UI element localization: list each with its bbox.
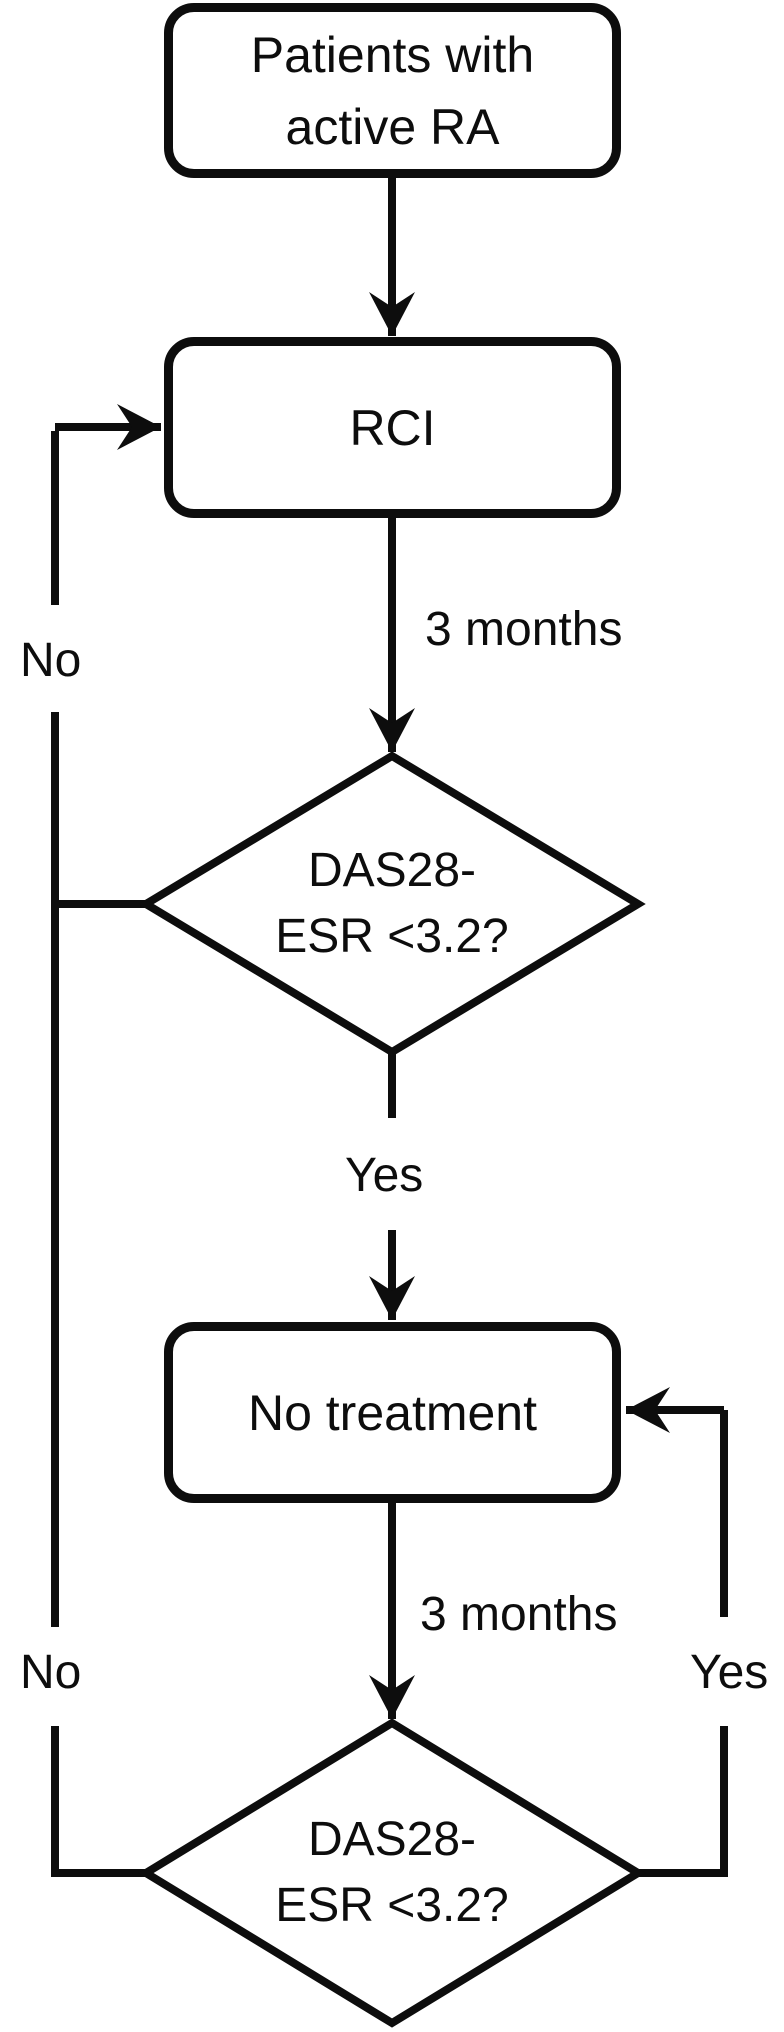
decision1-label-line2: ESR <3.2?	[275, 910, 509, 963]
decision2-label: DAS28- ESR <3.2?	[192, 1807, 592, 1939]
edge-label-no-2: No	[20, 1646, 82, 1699]
rci-node-label: RCI	[349, 399, 436, 456]
decision2-shape	[138, 1718, 646, 2028]
edge-label-3-months-2: 3 months	[420, 1588, 618, 1641]
decision2-label-line1: DAS28-	[307, 1813, 477, 1866]
no-treatment-node-label: No treatment	[247, 1384, 537, 1441]
start-node: Patients with active RA	[164, 3, 621, 178]
decision2-label-line2: ESR <3.2?	[275, 1879, 509, 1932]
no-treatment-node: No treatment	[164, 1322, 621, 1503]
decision1-label: DAS28- ESR <3.2?	[192, 838, 592, 970]
edge-no-rail-left	[51, 431, 148, 1877]
edge-yes-rail-right	[636, 1410, 728, 1877]
edge-label-yes-2: Yes	[690, 1646, 769, 1699]
start-node-line2: active RA	[285, 98, 500, 155]
decision1-shape	[138, 751, 646, 1057]
start-node-line1: Patients with	[250, 26, 535, 83]
decision1-label-line1: DAS28-	[307, 844, 477, 897]
rci-node: RCI	[164, 337, 621, 518]
edge-label-3-months-1: 3 months	[425, 603, 623, 656]
edge-label-yes-1: Yes	[345, 1149, 424, 1202]
edge-label-no-1: No	[20, 634, 82, 687]
